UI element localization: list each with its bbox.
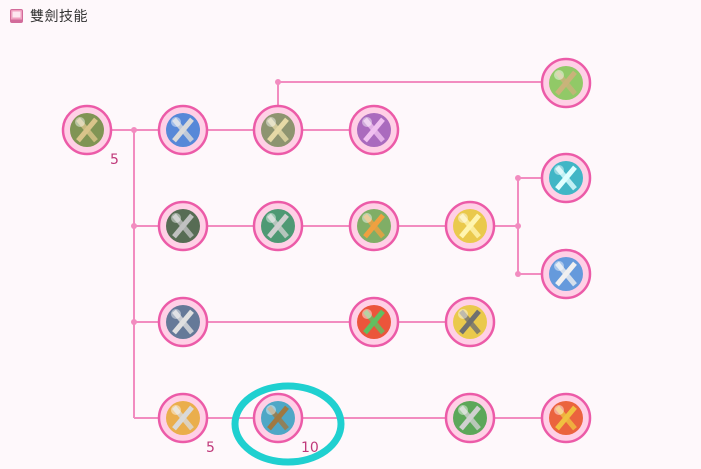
skill-node[interactable] xyxy=(157,200,209,252)
fire-crescent-icon xyxy=(357,305,391,339)
highlight-circle xyxy=(231,382,345,466)
skill-nodes xyxy=(61,57,592,444)
book-icon xyxy=(10,9,23,23)
skill-node[interactable] xyxy=(540,392,592,444)
green-dash-blades-icon xyxy=(549,66,583,100)
skill-node[interactable] xyxy=(252,200,304,252)
blue-wave-slash-icon xyxy=(549,257,583,291)
skill-node[interactable] xyxy=(444,200,496,252)
flame-blades-icon xyxy=(549,401,583,435)
flying-blades-icon xyxy=(166,401,200,435)
purple-skull-icon xyxy=(357,113,391,147)
skill-node[interactable] xyxy=(157,392,209,444)
warrior-aura-icon xyxy=(357,209,391,243)
skill-node[interactable] xyxy=(444,296,496,348)
junction-dot xyxy=(515,223,521,229)
twin-blades-icon xyxy=(70,113,104,147)
skill-node[interactable] xyxy=(252,392,304,444)
level-labels: 5 5 10 xyxy=(110,152,319,456)
junction-dot xyxy=(131,319,137,325)
skill-level-label: 5 xyxy=(110,152,119,168)
skill-level-label: 5 xyxy=(206,440,215,456)
junction-dot xyxy=(275,79,281,85)
cyan-dagger-icon xyxy=(261,401,295,435)
skill-node[interactable] xyxy=(348,104,400,156)
skill-node[interactable] xyxy=(540,248,592,300)
green-helm-blades-icon xyxy=(261,209,295,243)
skill-node[interactable] xyxy=(348,200,400,252)
shield-blades-icon xyxy=(166,209,200,243)
golden-cross-blades-icon xyxy=(453,209,487,243)
cyan-star-icon xyxy=(549,161,583,195)
green-blades-icon xyxy=(453,401,487,435)
junction-dot xyxy=(131,127,137,133)
golden-sword-icon xyxy=(453,305,487,339)
skill-node[interactable] xyxy=(444,392,496,444)
page-title: 雙劍技能 xyxy=(30,9,88,25)
title-bar: 雙劍技能 xyxy=(10,6,88,26)
junction-dot xyxy=(515,271,521,277)
junction-dot xyxy=(131,223,137,229)
skill-node[interactable] xyxy=(157,104,209,156)
skill-node[interactable] xyxy=(540,152,592,204)
blue-crescent-slash-icon xyxy=(166,113,200,147)
skill-node[interactable] xyxy=(157,296,209,348)
armor-gear-icon xyxy=(166,305,200,339)
skill-node[interactable] xyxy=(540,57,592,109)
skill-node[interactable] xyxy=(348,296,400,348)
skill-node[interactable] xyxy=(252,104,304,156)
skill-level-label: 10 xyxy=(301,440,319,456)
crossed-swords-icon xyxy=(261,113,295,147)
skill-node[interactable] xyxy=(61,104,113,156)
junction-dot xyxy=(515,175,521,181)
